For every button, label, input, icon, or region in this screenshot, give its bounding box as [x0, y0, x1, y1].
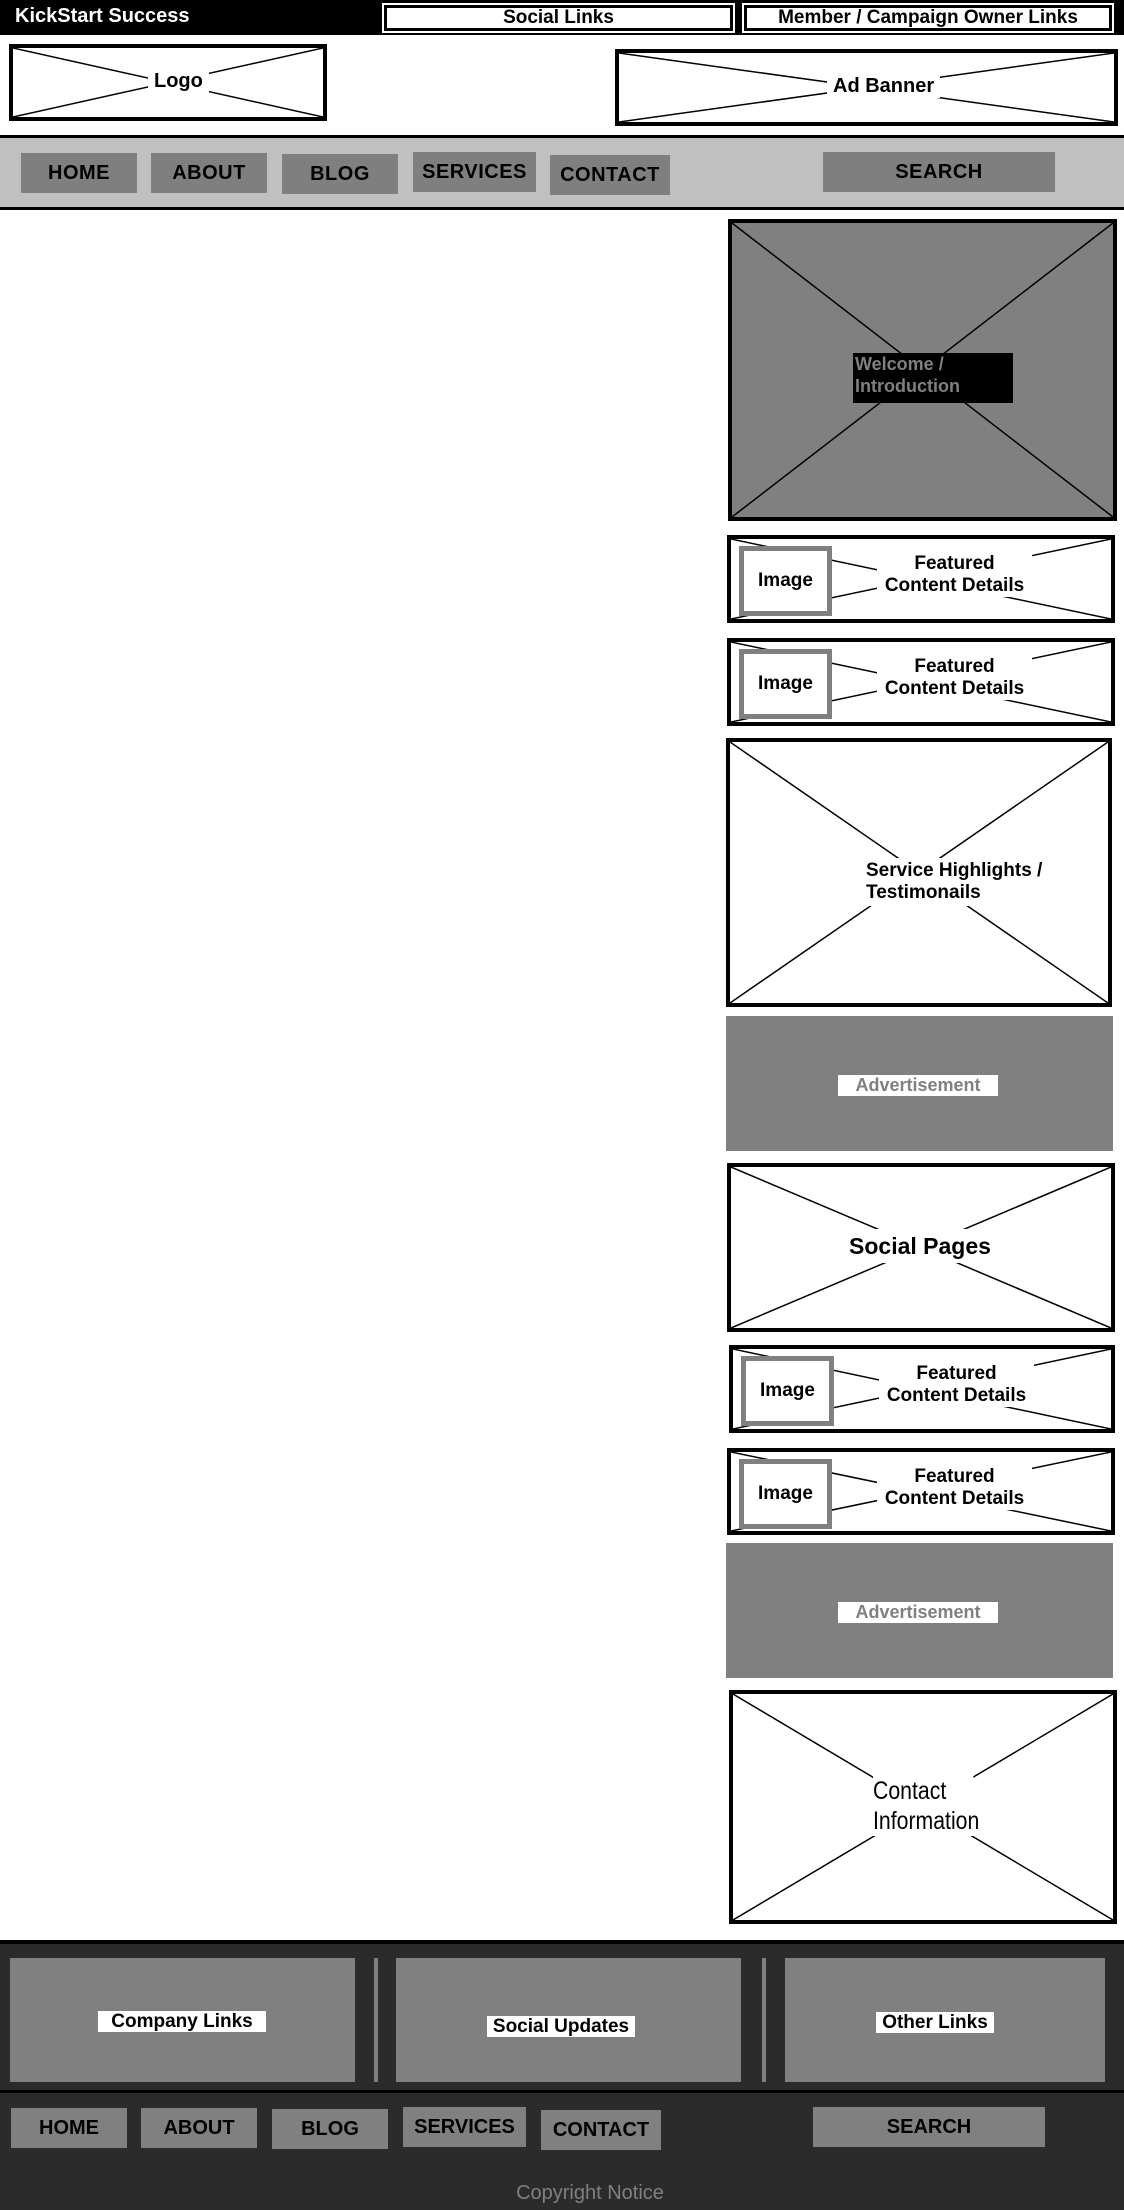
featured-details-label: Featured Content Details: [877, 1466, 1032, 1510]
service-highlights-label: Service Highlights / Testimonails: [866, 858, 1044, 906]
service-highlights[interactable]: Service Highlights / Testimonails: [726, 738, 1112, 1007]
ad-banner-label: Ad Banner: [827, 75, 941, 98]
featured-image: Image: [739, 1459, 832, 1529]
nav-bar: HOME ABOUT BLOG SERVICES CONTACT SEARCH: [0, 135, 1124, 210]
nav-contact[interactable]: CONTACT: [550, 155, 670, 195]
featured-content-4[interactable]: Image Featured Content Details: [727, 1448, 1115, 1535]
featured-image-label: Image: [760, 1380, 815, 1401]
copyright-notice: Copyright Notice: [516, 2182, 664, 2204]
featured-image-label: Image: [758, 570, 813, 591]
advertisement-2[interactable]: Advertisement: [726, 1543, 1113, 1678]
featured-details-label: Featured Content Details: [877, 553, 1032, 597]
footer-separator: [0, 2090, 1124, 2093]
social-updates-box[interactable]: Social Updates: [396, 1958, 741, 2082]
member-links-box[interactable]: Member / Campaign Owner Links: [742, 3, 1114, 33]
social-links-label: Social Links: [503, 7, 614, 28]
advertisement-label: Advertisement: [838, 1075, 998, 1096]
featured-details-label: Featured Content Details: [877, 656, 1032, 700]
member-links-label: Member / Campaign Owner Links: [778, 7, 1078, 28]
featured-image-label: Image: [758, 1483, 813, 1504]
welcome-label: Welcome / Introduction: [853, 353, 1013, 403]
company-links-box[interactable]: Company Links: [10, 1958, 355, 2082]
footer-divider: [374, 1958, 378, 2082]
advertisement-1[interactable]: Advertisement: [726, 1016, 1113, 1151]
top-bar: KickStart Success Social Links Member / …: [0, 0, 1124, 35]
featured-image: Image: [739, 546, 832, 616]
social-pages[interactable]: Social Pages: [727, 1163, 1115, 1332]
nav-services[interactable]: SERVICES: [413, 152, 536, 192]
advertisement-label: Advertisement: [838, 1602, 998, 1623]
nav-home[interactable]: HOME: [21, 153, 137, 193]
site-title: KickStart Success: [15, 5, 190, 27]
footer-nav-contact[interactable]: CONTACT: [541, 2110, 661, 2150]
company-links-label: Company Links: [98, 2011, 266, 2032]
ad-banner[interactable]: Ad Banner: [615, 49, 1118, 126]
footer-nav-services[interactable]: SERVICES: [403, 2107, 526, 2147]
contact-information-label: Contact Information: [873, 1776, 980, 1836]
nav-blog[interactable]: BLOG: [282, 154, 398, 194]
social-links-box[interactable]: Social Links: [382, 3, 735, 33]
footer-nav-about[interactable]: ABOUT: [141, 2108, 257, 2148]
footer: Company Links Social Updates Other Links…: [0, 1940, 1124, 2210]
welcome-introduction[interactable]: Welcome / Introduction: [728, 219, 1117, 521]
featured-content-1[interactable]: Image Featured Content Details: [727, 535, 1115, 623]
featured-details-label: Featured Content Details: [879, 1363, 1034, 1407]
other-links-box[interactable]: Other Links: [785, 1958, 1105, 2082]
logo[interactable]: Logo: [9, 44, 327, 121]
footer-divider: [762, 1958, 766, 2082]
featured-image: Image: [739, 649, 832, 719]
other-links-label: Other Links: [876, 2012, 994, 2033]
logo-label: Logo: [148, 70, 209, 93]
featured-image-label: Image: [758, 673, 813, 694]
featured-content-2[interactable]: Image Featured Content Details: [727, 638, 1115, 726]
footer-nav-home[interactable]: HOME: [11, 2108, 127, 2148]
contact-information[interactable]: Contact Information: [729, 1690, 1117, 1924]
footer-nav-blog[interactable]: BLOG: [272, 2109, 388, 2149]
footer-search-button[interactable]: SEARCH: [813, 2107, 1045, 2147]
search-button[interactable]: SEARCH: [823, 152, 1055, 192]
featured-content-3[interactable]: Image Featured Content Details: [729, 1345, 1115, 1433]
nav-about[interactable]: ABOUT: [151, 153, 267, 193]
social-pages-label: Social Pages: [835, 1229, 1005, 1263]
social-updates-label: Social Updates: [487, 2016, 635, 2037]
featured-image: Image: [741, 1356, 834, 1426]
